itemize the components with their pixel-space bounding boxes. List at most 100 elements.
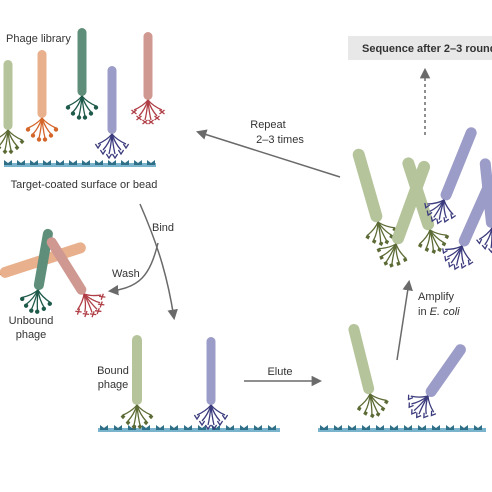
- fiber-tip: [29, 308, 34, 313]
- target-molecule: [362, 425, 370, 430]
- bound-label-line-1: Bound: [97, 365, 129, 377]
- fiber-tip: [441, 241, 447, 247]
- fiber-tip: [35, 309, 40, 314]
- fiber-tip: [89, 311, 97, 318]
- fiber-tip: [443, 217, 450, 224]
- fiber-tip: [117, 149, 125, 156]
- phage: [46, 237, 106, 318]
- tail-fiber: [461, 245, 472, 262]
- target-molecule: [376, 425, 384, 430]
- fiber-tip: [384, 399, 389, 405]
- fiber-tip: [389, 262, 394, 268]
- fiber-tip: [430, 216, 437, 223]
- target-molecule: [147, 160, 155, 165]
- target-molecule: [170, 425, 178, 430]
- fiber-tip: [460, 263, 467, 270]
- fiber-tip: [25, 127, 31, 132]
- fiber-tip: [65, 105, 71, 110]
- tail-fiber: [37, 289, 51, 303]
- target-molecule: [254, 425, 262, 430]
- amplify-label-line-2: in E. coli: [418, 306, 460, 318]
- target-molecule: [390, 425, 398, 430]
- phage: [94, 66, 130, 160]
- fiber-tip: [383, 260, 389, 266]
- elute-surface: [318, 428, 486, 432]
- target-molecule: [95, 160, 103, 165]
- amplify-arrow: [396, 279, 413, 361]
- phage: [65, 28, 99, 120]
- fiber-tip: [48, 133, 54, 138]
- target-molecule: [418, 425, 426, 430]
- fiber-tip: [159, 109, 165, 115]
- fiber-tip: [125, 420, 131, 426]
- tail-fiber: [395, 243, 407, 259]
- fiber-tip: [444, 255, 450, 262]
- phage-body: [479, 158, 492, 229]
- fiber-tip: [111, 153, 119, 160]
- fiber-tip: [210, 424, 218, 431]
- fiber-tip: [23, 303, 29, 308]
- library-target-row: [4, 160, 155, 165]
- fiber-tip: [99, 149, 107, 156]
- fiber-tip: [76, 115, 82, 120]
- tail-fiber: [136, 404, 152, 416]
- tail-fiber: [81, 95, 97, 107]
- fiber-tip: [442, 248, 448, 255]
- fiber-tip: [41, 306, 47, 311]
- target-molecule: [320, 425, 328, 430]
- target-molecule: [198, 425, 206, 430]
- fiber-tip: [436, 218, 443, 225]
- fiber-tip: [53, 127, 59, 132]
- target-molecule: [108, 160, 116, 165]
- fiber-tip: [453, 264, 460, 271]
- amplify-in-text: in: [418, 306, 430, 318]
- target-molecule: [4, 160, 12, 165]
- fiber-tip: [426, 210, 433, 217]
- target-molecule: [446, 425, 454, 430]
- fiber-tip: [19, 139, 25, 145]
- fiber-tip: [14, 145, 20, 151]
- phage-body: [348, 323, 375, 395]
- wash-arrow: [107, 242, 159, 296]
- phage-group: [0, 28, 492, 431]
- tail-fiber: [429, 229, 447, 236]
- fiber-tip: [369, 413, 375, 419]
- target-molecule: [17, 160, 25, 165]
- phage: [352, 148, 397, 247]
- tail-fiber: [7, 129, 23, 141]
- fiber-tip: [376, 247, 382, 253]
- fiber-tip: [467, 259, 474, 266]
- fiber-tip: [407, 394, 414, 401]
- fiber-tip: [94, 307, 102, 315]
- fiber-tip: [42, 137, 48, 142]
- tail-fiber: [443, 199, 454, 215]
- fiber-tip: [450, 213, 457, 220]
- target-molecule: [156, 425, 164, 430]
- fiber-tip: [444, 234, 450, 240]
- fiber-tip: [417, 242, 423, 248]
- phage-body: [440, 127, 477, 201]
- fiber-tip: [122, 143, 130, 150]
- sequence-box: [348, 36, 492, 60]
- target-molecule: [134, 160, 142, 165]
- phage: [407, 344, 466, 419]
- fiber-tip: [47, 301, 52, 306]
- phage-body: [352, 148, 383, 223]
- fiber-tip: [448, 261, 454, 268]
- phage-body: [425, 344, 466, 397]
- phage-body: [402, 157, 435, 231]
- target-molecule: [82, 160, 90, 165]
- fiber-tip: [142, 119, 148, 125]
- phage: [348, 323, 389, 419]
- target-molecule: [184, 425, 192, 430]
- tail-fiber: [427, 395, 435, 413]
- tail-fiber: [83, 293, 102, 297]
- phage-body: [132, 335, 142, 405]
- repeat-label-line-1: Repeat: [250, 119, 285, 131]
- phage-library-label: Phage library: [6, 33, 71, 45]
- amplify-label-line-1: Amplify: [418, 291, 455, 303]
- sequence-label: Sequence after 2–3 rounds: [362, 43, 492, 55]
- ecoli-text: E. coli: [430, 306, 461, 318]
- unbound-label-line-1: Unbound: [9, 315, 54, 327]
- fiber-tip: [423, 412, 429, 419]
